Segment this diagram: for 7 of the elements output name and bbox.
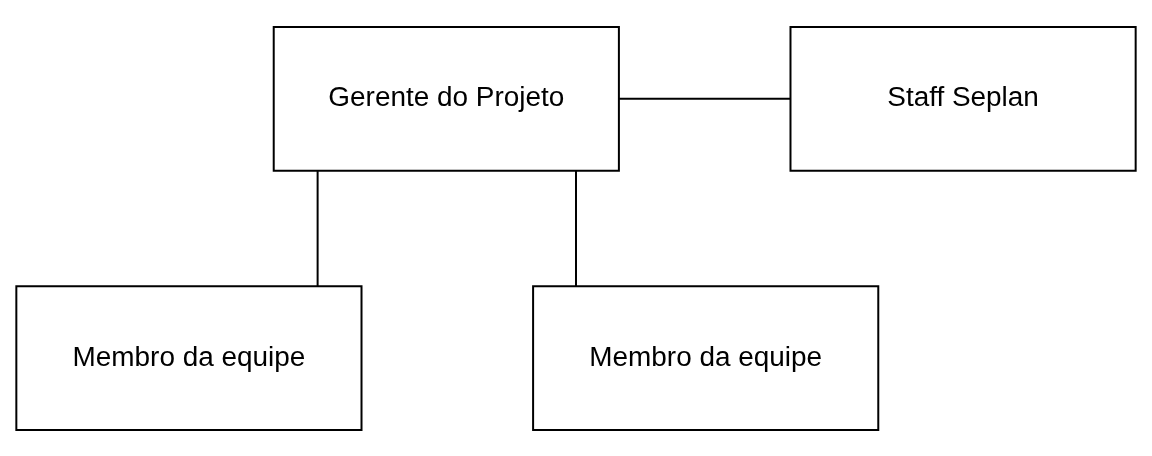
node-box: Membro da equipe xyxy=(15,284,363,431)
connector xyxy=(575,169,577,287)
node-box: Staff Seplan xyxy=(789,25,1137,172)
node-box: Gerente do Projeto xyxy=(272,25,620,172)
connector xyxy=(618,97,792,100)
connector xyxy=(316,169,319,287)
node-box: Membro da equipe xyxy=(532,284,880,431)
